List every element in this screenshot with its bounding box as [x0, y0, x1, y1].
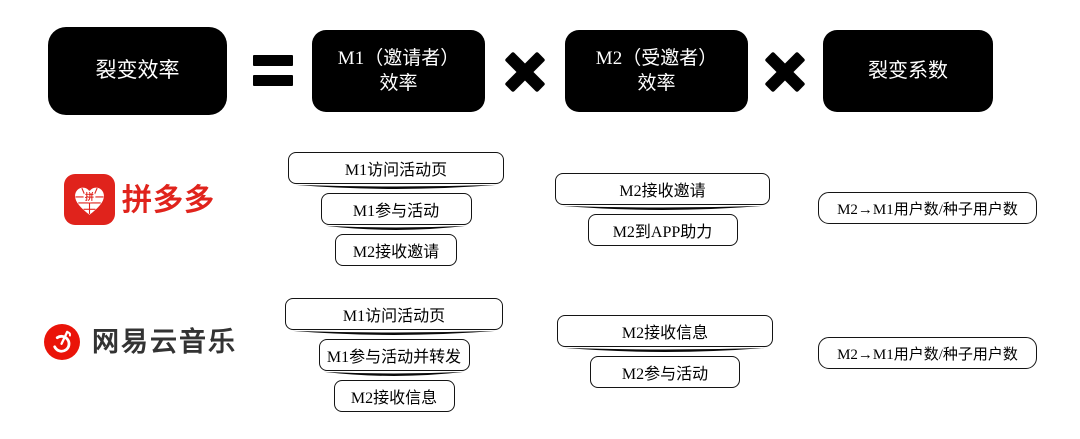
funnel-connector [562, 205, 763, 210]
formula-m1-line1: M1（邀请者） [337, 47, 460, 69]
pinduoduo-m1-funnel: M1访问活动页 M1参与活动 M2接收邀请 [288, 152, 504, 266]
pinduoduo-m2-funnel: M2接收邀请 M2到APP助力 [555, 173, 770, 246]
formula-m2-line1: M2（受邀者） [595, 47, 718, 69]
funnel-step: M2到APP助力 [587, 214, 738, 246]
netease-cloud-music-wordmark: 网易云音乐 [92, 327, 237, 357]
multiply-icon [764, 52, 806, 92]
funnel-step: M2接收邀请 [335, 234, 457, 266]
formula-result-label: 裂变效率 [95, 58, 180, 83]
funnel-step: M1访问活动页 [288, 152, 504, 184]
funnel-step: M1参与活动并转发 [318, 339, 470, 371]
funnel-connector [326, 225, 466, 230]
netease-cloud-music-logo-icon [44, 324, 80, 360]
pinduoduo-wordmark: 拼多多 [122, 184, 215, 217]
pinduoduo-coefficient-box: M2→M1用户数/种子用户数 [818, 192, 1037, 224]
formula-coefficient-box: 裂变系数 [823, 30, 993, 112]
funnel-step: M2参与活动 [590, 356, 740, 388]
funnel-step: M2接收信息 [557, 315, 773, 347]
funnel-step: M2接收信息 [333, 380, 455, 412]
pinduoduo-logo-glyph: 拼 [85, 191, 94, 202]
formula-m2-box: M2（受邀者） 效率 [565, 30, 748, 112]
funnel-step: M1参与活动 [320, 193, 472, 225]
pinduoduo-logo-icon: 拼 [64, 174, 115, 225]
formula-m1-box: M1（邀请者） 效率 [312, 30, 485, 112]
funnel-step: M2接收邀请 [555, 173, 770, 205]
funnel-connector [564, 347, 766, 352]
formula-result-box: 裂变效率 [48, 27, 227, 115]
formula-coefficient-label: 裂变系数 [868, 59, 948, 82]
formula-m1-line2: 效率 [379, 73, 418, 94]
funnel-step: M1访问活动页 [285, 298, 503, 330]
funnel-connector [292, 330, 496, 335]
funnel-connector [324, 371, 464, 376]
multiply-icon [504, 52, 546, 92]
netease-m1-funnel: M1访问活动页 M1参与活动并转发 M2接收信息 [285, 298, 503, 412]
equals-icon [253, 55, 293, 86]
netease-m2-funnel: M2接收信息 M2参与活动 [557, 315, 773, 388]
funnel-connector [295, 184, 497, 189]
formula-m2-line2: 效率 [637, 73, 676, 94]
netease-coefficient-box: M2→M1用户数/种子用户数 [818, 337, 1037, 369]
